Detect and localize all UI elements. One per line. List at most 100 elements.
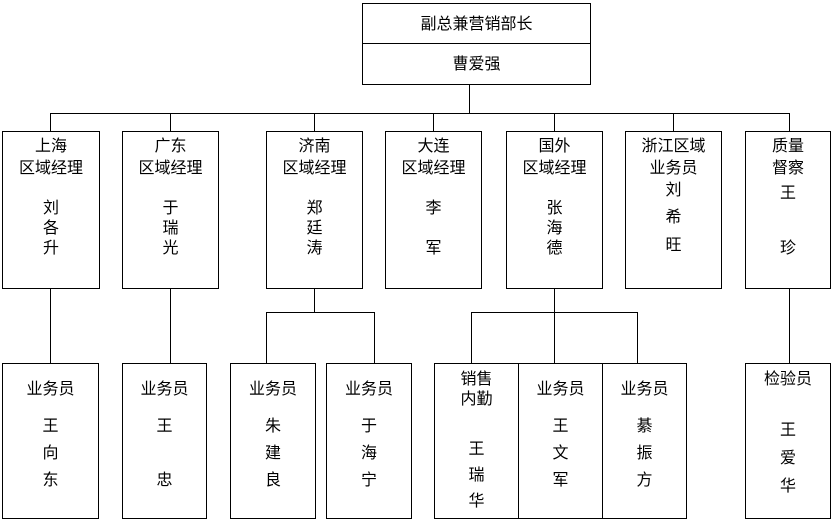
manager-title: 国外	[538, 136, 571, 155]
manager-name-char: 珍	[779, 238, 796, 257]
manager-name-char: 升	[42, 238, 59, 257]
connector-line	[554, 288, 555, 313]
connector-line	[374, 312, 375, 364]
manager-name-char: 海	[546, 218, 563, 237]
manager-title: 广东	[154, 136, 187, 155]
connector-line	[554, 312, 555, 364]
staff-role: 业务员	[140, 379, 189, 398]
connector-line	[170, 288, 171, 364]
staff-name-char: 王	[468, 439, 485, 458]
manager-box-zhiliang: 质量 督察 王 珍	[745, 131, 831, 289]
staff-role: 内勤	[460, 389, 493, 408]
manager-name-char: 廷	[306, 218, 323, 237]
manager-name-char: 瑞	[162, 218, 179, 237]
manager-title: 区域经理	[18, 158, 83, 177]
top-executive-name: 曹爱强	[452, 54, 501, 73]
staff-role: 业务员	[248, 379, 297, 398]
staff-name-char: 军	[552, 470, 569, 489]
staff-name-char: 东	[42, 470, 59, 489]
manager-title: 业务员	[649, 158, 698, 177]
staff-name-char: 海	[360, 443, 377, 462]
manager-box-shanghai: 上海 区域经理 刘 各 升	[2, 131, 100, 289]
connector-line	[554, 113, 555, 132]
manager-title: 区域经理	[282, 158, 347, 177]
connector-line	[170, 113, 171, 132]
staff-role: 业务员	[536, 379, 585, 398]
top-box-divider	[363, 43, 590, 44]
staff-name-char: 忠	[156, 470, 173, 489]
staff-name-char: 王	[42, 416, 59, 435]
staff-name-char: 良	[264, 470, 281, 489]
manager-name-char: 刘	[42, 198, 59, 217]
manager-title: 济南	[298, 136, 331, 155]
staff-box: 业务员 朱 建 良	[230, 363, 316, 519]
staff-name-char: 建	[264, 443, 281, 462]
connector-line	[266, 312, 375, 313]
manager-title: 浙江区域	[641, 136, 706, 155]
connector-line	[266, 312, 267, 364]
manager-title: 区域经理	[138, 158, 203, 177]
manager-title: 质量	[771, 136, 804, 155]
manager-name-char: 旺	[665, 235, 682, 254]
connector-line	[314, 113, 315, 132]
staff-box: 业务员 王 忠	[122, 363, 207, 519]
staff-name-char: 于	[360, 416, 377, 435]
staff-box: 业务员 綦 振 方	[602, 363, 687, 519]
manager-name-char: 李	[425, 198, 442, 217]
manager-name-char: 军	[425, 238, 442, 257]
manager-title: 督察	[771, 158, 804, 177]
manager-name-char: 德	[546, 238, 563, 257]
manager-title: 区域经理	[522, 158, 587, 177]
manager-name-char: 刘	[665, 180, 682, 199]
connector-line	[789, 113, 790, 132]
manager-name-char: 希	[665, 207, 682, 226]
staff-name-char: 爱	[779, 448, 796, 467]
connector-line	[50, 113, 789, 114]
staff-name-char: 宁	[360, 470, 377, 489]
manager-name-char: 张	[546, 198, 563, 217]
manager-title: 区域经理	[401, 158, 466, 177]
staff-box: 检验员 王 爱 华	[745, 363, 831, 519]
manager-box-guangdong: 广东 区域经理 于 瑞 光	[122, 131, 219, 289]
staff-name-char: 向	[42, 443, 59, 462]
staff-name-char: 华	[779, 476, 796, 495]
connector-line	[673, 113, 674, 132]
staff-name-char: 朱	[264, 416, 281, 435]
manager-name-char: 于	[162, 198, 179, 217]
manager-title: 大连	[417, 136, 450, 155]
manager-name-char: 涛	[306, 238, 323, 257]
staff-box: 业务员 王 文 军	[518, 363, 603, 519]
manager-name-char: 郑	[306, 198, 323, 217]
staff-name-char: 华	[468, 491, 485, 510]
staff-role: 业务员	[344, 379, 393, 398]
staff-name-char: 綦	[636, 416, 653, 435]
connector-line	[469, 84, 470, 114]
manager-box-jinan: 济南 区域经理 郑 廷 涛	[266, 131, 363, 289]
staff-name-char: 振	[636, 443, 653, 462]
staff-name-char: 方	[636, 470, 653, 489]
staff-name-char: 瑞	[468, 465, 485, 484]
connector-line	[50, 113, 51, 132]
staff-role: 业务员	[26, 379, 75, 398]
connector-line	[50, 288, 51, 364]
manager-name-char: 光	[162, 238, 179, 257]
connector-line	[314, 288, 315, 313]
manager-box-dalian: 大连 区域经理 李 军	[385, 131, 482, 289]
staff-role: 检验员	[763, 369, 812, 388]
connector-line	[789, 288, 790, 364]
connector-line	[637, 312, 638, 364]
staff-name-char: 王	[779, 420, 796, 439]
staff-role: 业务员	[620, 379, 669, 398]
manager-box-zhejiang: 浙江区域 业务员 刘 希 旺	[625, 131, 722, 289]
staff-box: 销售 内勤 王 瑞 华	[434, 363, 519, 519]
staff-box: 业务员 王 向 东	[2, 363, 99, 519]
staff-role: 销售	[460, 369, 493, 388]
top-executive-box: 副总兼营销部长 曹爱强	[362, 3, 591, 85]
manager-title: 上海	[34, 136, 67, 155]
staff-name-char: 王	[156, 416, 173, 435]
staff-box: 业务员 于 海 宁	[326, 363, 412, 519]
staff-name-char: 王	[552, 416, 569, 435]
staff-name-char: 文	[552, 443, 569, 462]
manager-box-guowai: 国外 区域经理 张 海 德	[506, 131, 603, 289]
manager-name-char: 各	[42, 218, 59, 237]
